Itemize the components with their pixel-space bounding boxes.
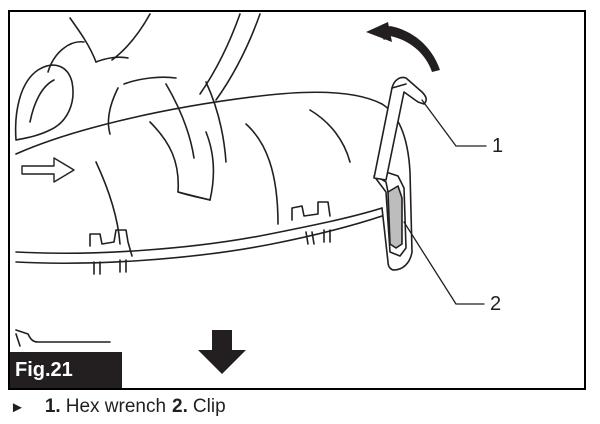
- rotate-arrow-icon: [366, 22, 440, 72]
- rim-clips: [89, 201, 331, 275]
- caption-item-2-number: 2.: [172, 396, 188, 417]
- illustration: [14, 13, 487, 374]
- caption-bullet: ►: [10, 398, 25, 416]
- right-arrow-icon: [21, 157, 75, 183]
- caption-item-2-label: Clip: [192, 396, 226, 417]
- down-arrow-icon: [198, 330, 246, 374]
- motor-housing: [14, 13, 261, 141]
- figure-frame: 1 2 Fig.21: [8, 10, 586, 390]
- caption-item-1-label: Hex wrench: [65, 396, 167, 417]
- callout-2: 2: [490, 293, 502, 315]
- hex-wrench: [373, 76, 427, 181]
- caption-item-1-number: 1.: [44, 396, 61, 417]
- callout-1: 1: [492, 135, 504, 157]
- clip: [373, 171, 407, 257]
- figure-label: Fig.21: [10, 352, 122, 388]
- guard-body: [15, 81, 413, 347]
- figure-caption: ► 1. Hex wrench 2. Clip: [10, 395, 232, 419]
- leader-lines: [403, 99, 487, 305]
